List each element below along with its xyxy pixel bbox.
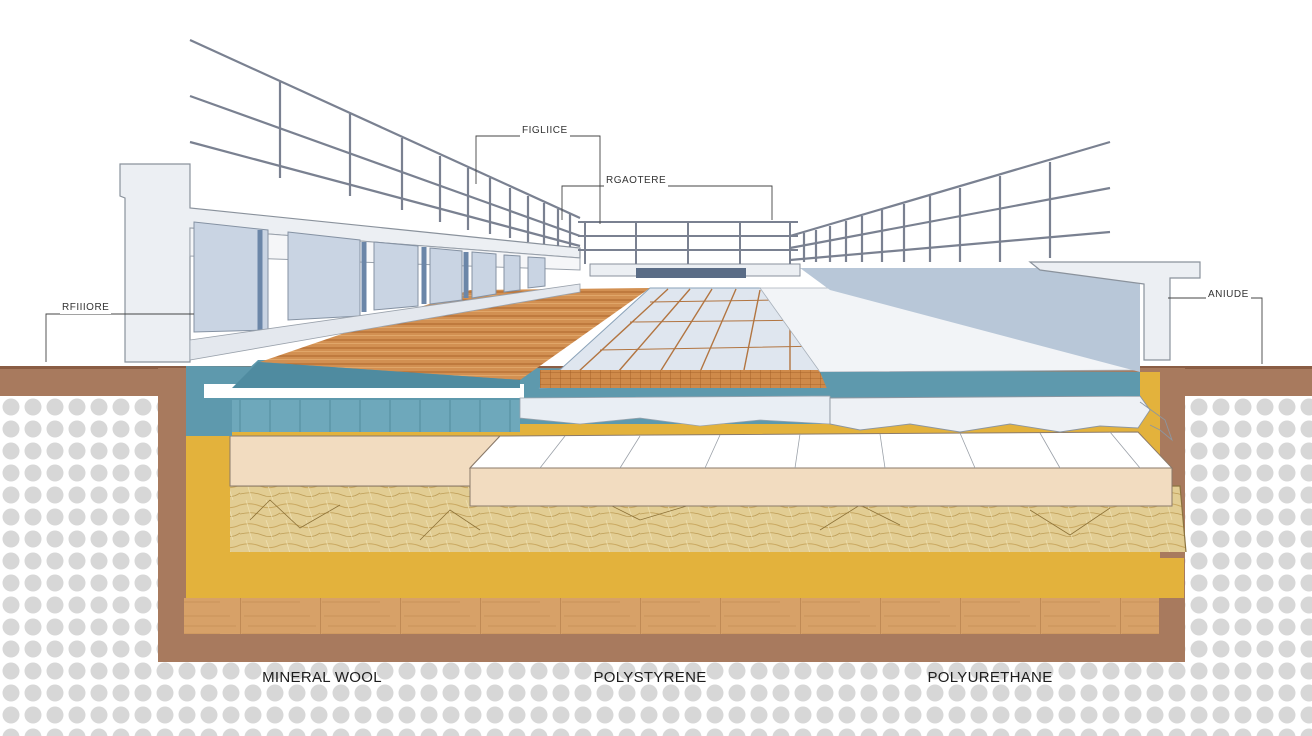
- wood-deck-left: [260, 288, 650, 380]
- callout-label-top: FIGLIICE: [520, 125, 570, 137]
- right-railing: [789, 140, 1111, 262]
- rigid-board-top: [468, 431, 1174, 469]
- far-opening: [636, 268, 746, 278]
- rigid-board-left: [229, 435, 502, 487]
- rigid-board-front: [469, 467, 1173, 507]
- material-label-polystyrene: POLYSTYRENE: [593, 669, 707, 686]
- timber-base-layer: [184, 598, 1159, 634]
- deck-side-left: [232, 362, 520, 388]
- callout-label-left: RFIIIORE: [60, 302, 112, 314]
- material-label-polyurethane: POLYURETHANE: [927, 669, 1053, 686]
- membrane-ribs: [239, 400, 511, 432]
- soil-strip-right: [1150, 369, 1312, 396]
- fiber-cracks: [249, 499, 1111, 541]
- foam-edge-tear: [1139, 401, 1173, 442]
- board-seams: [539, 431, 1141, 469]
- panel-battens: [577, 288, 841, 373]
- left-railing: [189, 38, 581, 248]
- left-wall-base: [189, 283, 581, 361]
- membrane-panel-left: [232, 400, 520, 432]
- right-parapet-wall: [1028, 261, 1201, 361]
- grid-mat: [540, 370, 830, 388]
- right-wall-panel: [800, 268, 1140, 372]
- window-pillars: [257, 230, 469, 330]
- far-railing: [578, 221, 798, 264]
- material-label-mineral-wool: MINERAL WOOL: [262, 669, 382, 686]
- deck-edge-right: [820, 372, 1140, 396]
- soil-strip-left: [0, 369, 180, 396]
- polystyrene-foam-center: [519, 395, 831, 427]
- callout-label-center: RGAOTERE: [604, 175, 669, 187]
- callout-label-right: ANIUDE: [1206, 289, 1251, 301]
